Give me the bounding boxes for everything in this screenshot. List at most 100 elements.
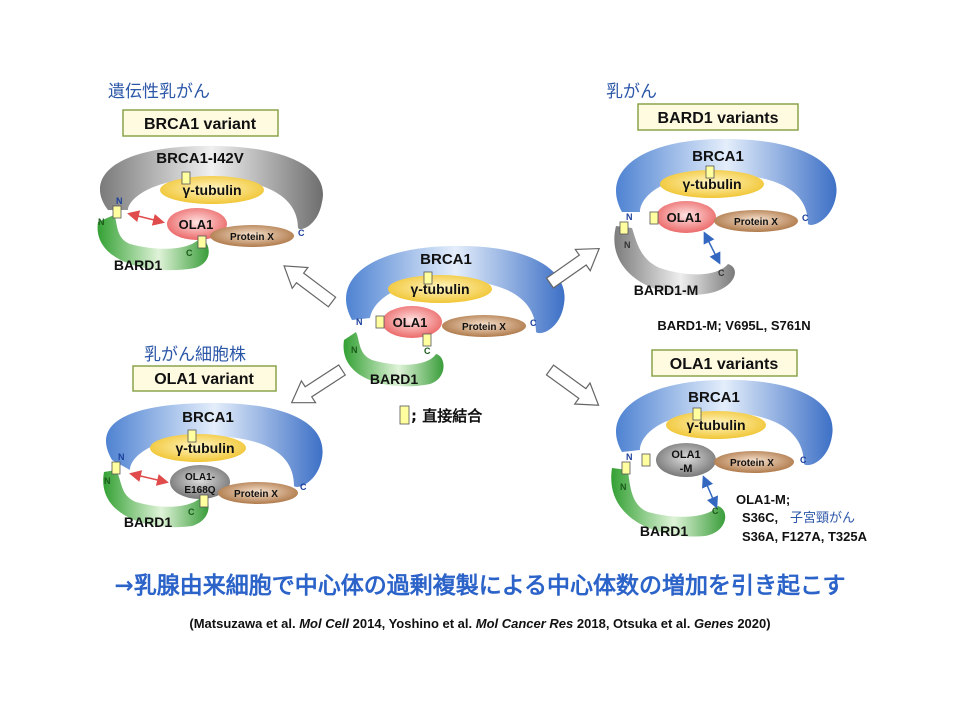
n-terminus-label: N [356,317,363,327]
c-terminus-label: C [186,248,193,258]
ola1-variant-label: OLA1 [671,449,700,461]
ola1-variant-shape [170,465,230,499]
panel-title: BARD1 variants [658,110,779,127]
ola1-variant-label: OLA1- [185,472,215,483]
protein-x-shape [442,315,526,337]
protein-x-label: Protein X [462,322,506,333]
n-terminus-label: N [351,345,358,355]
binding-site [111,461,121,475]
citation: (Matsuzawa et al. Mol Cell 2014, Yoshino… [189,616,770,631]
n-terminus-label: N [620,482,627,492]
binding-site [705,165,715,179]
ola1-variant-shape [656,443,716,477]
tubulin-label: γ-tubulin [410,281,469,297]
citation-journal: Mol Cell [299,616,349,631]
c-terminus-label: C [802,213,809,223]
interaction-arrow [703,231,721,265]
bard1-label: BARD1-M [634,282,699,298]
bard1-mutations: BARD1-M; V695L, S761N [657,318,810,333]
binding-site [423,271,433,285]
brca1-shape [346,245,565,334]
c-terminus-label: C [300,482,307,492]
panel-wild-type: BRCA1 γ-tubulin OLA1 Protein X BARD1 N N… [343,245,565,425]
tubulin-label: γ-tubulin [175,440,234,456]
cervical-cancer-label: 子宮頸がん [790,510,855,526]
panel-brca1-variant: 遺伝性乳がん BRCA1 variant BRCA1-I42V γ-tubuli… [97,82,323,273]
bard1-shape [343,332,444,387]
ola1-label: OLA1 [667,210,702,225]
title-box [651,349,798,377]
panel-title: OLA1 variant [154,371,254,388]
citation-part: 2014, Yoshino et al. [349,616,476,631]
protein-x-label: Protein X [730,458,774,469]
protein-x-shape [210,225,294,247]
caption-hereditary-breast-cancer: 遺伝性乳がん [108,82,210,102]
arrow-to-brca1-variant [283,265,337,308]
protein-x-shape [714,451,794,473]
n-terminus-label: N [626,452,633,462]
brca1-label: BRCA1-I42V [156,150,244,167]
bard1-label: BARD1 [640,523,688,539]
ola1-variant-label: -M [680,463,693,475]
caption-breast-cancer: 乳がん [606,82,657,102]
bard1-variant-shape [614,226,735,295]
n-terminus-label: N [626,212,633,222]
brca1-label: BRCA1 [420,251,472,268]
binding-site [649,211,659,225]
protein-x-label: Protein X [234,489,278,500]
title-box [122,109,279,137]
binding-site [112,205,122,219]
brca1-shape [106,402,323,487]
n-terminus-label: N [98,217,105,227]
bard1-shape [103,470,209,528]
protein-x-shape [714,210,798,232]
tubulin-label: γ-tubulin [686,417,745,433]
panel-title: OLA1 variants [670,356,779,373]
binding-site [641,453,651,467]
ola1-shape [382,306,442,338]
binding-site [375,315,385,329]
ola1-shape [656,201,716,233]
binding-site [692,407,702,421]
protein-x-label: Protein X [230,232,274,243]
c-terminus-label: C [188,507,195,517]
protein-x-shape [218,482,298,504]
n-terminus-label: N [118,452,125,462]
binding-site [422,333,432,347]
n-terminus-label: N [116,196,123,206]
binding-site [187,429,197,443]
ola1-label: OLA1 [179,217,214,232]
title-box [637,103,799,131]
bard1-label: BARD1 [114,257,162,273]
citation-journal: Genes [694,616,734,631]
binding-site [621,461,631,475]
legend-direct-binding: ; 直接結合 [411,407,483,425]
c-terminus-label: C [424,346,431,356]
n-terminus-label: N [104,476,111,486]
panel-ola1-variant: 乳がん細胞株 OLA1 variant BRCA1 γ-tubulin OLA1… [103,345,323,530]
n-terminus-label: N [624,240,631,250]
panel-bard1-variants: 乳がん BARD1 variants BRCA1 γ-tubulin OLA1 … [606,82,837,333]
citation-journal: Mol Cancer Res [476,616,574,631]
ola1-label: OLA1 [393,315,428,330]
c-terminus-label: C [800,455,807,465]
caption-breast-cancer-cell-line: 乳がん細胞株 [144,345,246,365]
protein-x-label: Protein X [734,217,778,228]
ola1-mutation-header: OLA1-M; [736,492,790,507]
brca1-variant-shape [99,145,323,230]
citation-part: 2018, Otsuka et al. [573,616,694,631]
c-terminus-label: C [530,318,537,328]
arrow-to-ola1-variants [545,364,600,406]
brca1-shape [616,379,833,466]
citation-part: 2020) [734,616,771,631]
bard1-label: BARD1 [124,514,172,530]
brca1-label: BRCA1 [688,389,740,406]
ola1-shape [167,208,227,240]
tubulin-label: γ-tubulin [682,176,741,192]
interaction-arrow [127,210,165,226]
gamma-tubulin-shape [150,434,246,462]
c-terminus-label: C [712,506,719,516]
gamma-tubulin-shape [660,170,764,198]
binding-site [197,235,207,249]
flow-arrows [283,247,601,406]
